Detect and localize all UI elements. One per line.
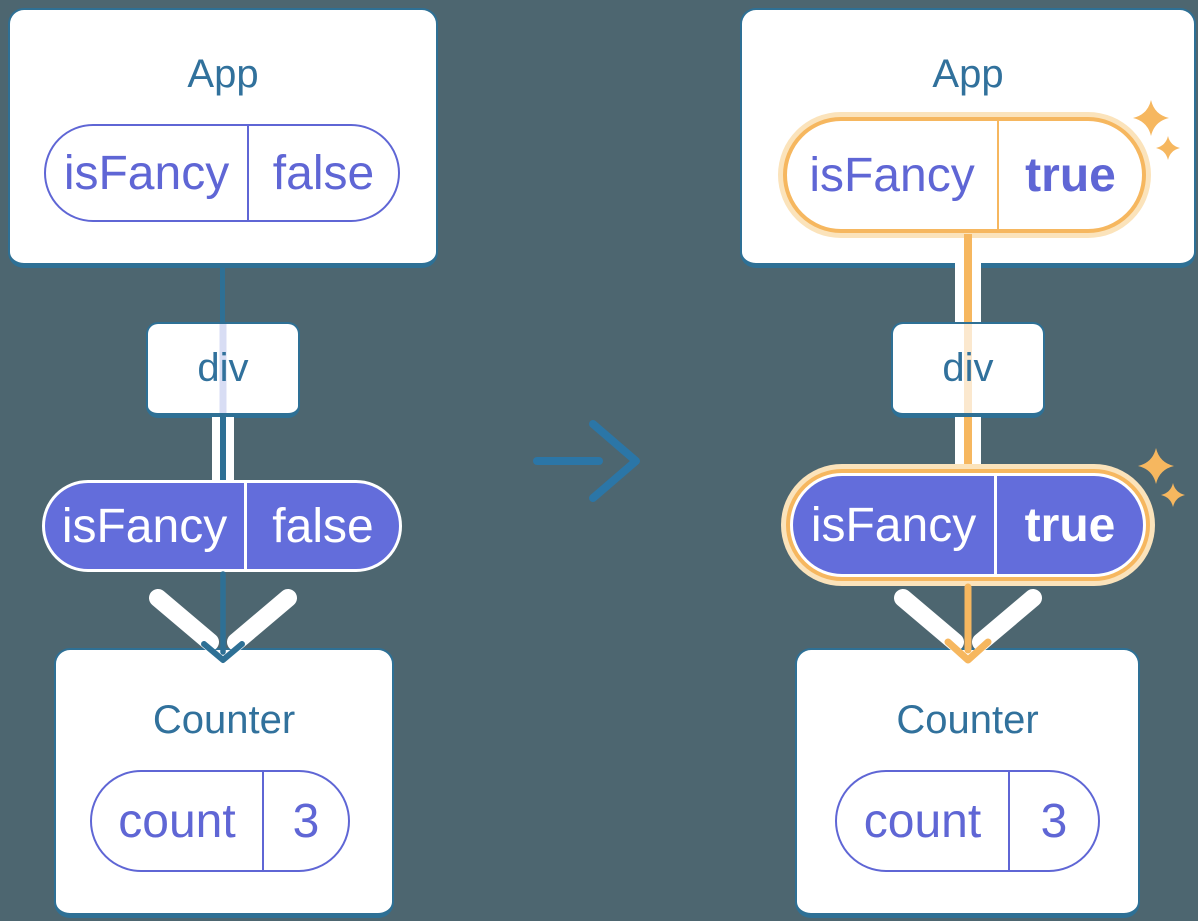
funnel-arrow-icon — [227, 589, 297, 651]
funnel-arrow-icon — [149, 589, 219, 651]
pipe-stripe — [955, 262, 964, 322]
funnel-arrow-icon — [894, 589, 964, 651]
before-app-prop-pill: isFancy false — [44, 124, 400, 222]
before-counter-state-pill: count 3 — [90, 770, 350, 872]
prop-name-label: isFancy — [45, 483, 247, 569]
before-counter-title: Counter — [152, 698, 296, 742]
after-app-title: App — [932, 52, 1004, 96]
after-counter-state-pill: count 3 — [835, 770, 1100, 872]
before-div-passthrough-line — [219, 324, 227, 413]
funnel-arrow-icon — [972, 589, 1042, 651]
prop-value-label: false — [272, 146, 375, 200]
prop-name-label: isFancy — [46, 126, 249, 220]
pipe-stripe — [964, 262, 972, 322]
pipe-stripe — [972, 417, 981, 483]
state-name-label: count — [92, 772, 264, 870]
after-app-pill-stem — [964, 234, 972, 266]
pipe-stripe — [955, 417, 964, 483]
after-passed-prop-pill: isFancy true — [786, 469, 1150, 581]
pipe-stripe — [212, 417, 220, 483]
pipe-stripe — [220, 417, 226, 483]
sparkle-icon-small — [1161, 483, 1185, 507]
after-div-label: div — [942, 346, 994, 390]
after-div-to-pill-pipe — [955, 417, 981, 483]
sparkle-icon-large — [1138, 448, 1174, 484]
prop-name-label: isFancy — [787, 121, 999, 229]
state-value-label: 3 — [1040, 794, 1068, 848]
after-app-to-div-pipe — [955, 262, 981, 322]
after-counter-title: Counter — [896, 698, 1039, 742]
after-div-box: div — [891, 322, 1045, 418]
before-div-to-pill-pipe — [212, 417, 234, 483]
prop-value-label: true — [1025, 148, 1116, 202]
before-passed-prop-pill: isFancy false — [42, 480, 402, 572]
pipe-stripe — [972, 262, 981, 322]
before-div-label: div — [197, 346, 249, 390]
state-name-label: count — [837, 772, 1010, 870]
after-div-passthrough-line — [964, 324, 972, 413]
prop-value-label: false — [272, 499, 374, 553]
before-app-to-div-edge — [220, 266, 225, 324]
before-div-box: div — [146, 322, 300, 418]
state-value-label: 3 — [292, 794, 320, 848]
after-app-prop-pill: isFancy true — [783, 117, 1146, 233]
pipe-stripe — [964, 417, 972, 483]
pipe-stripe — [226, 417, 234, 483]
prop-name-label: isFancy — [793, 476, 997, 574]
prop-value-label: true — [1024, 498, 1116, 552]
right-arrow-icon — [589, 420, 640, 502]
before-app-title: App — [187, 52, 259, 96]
